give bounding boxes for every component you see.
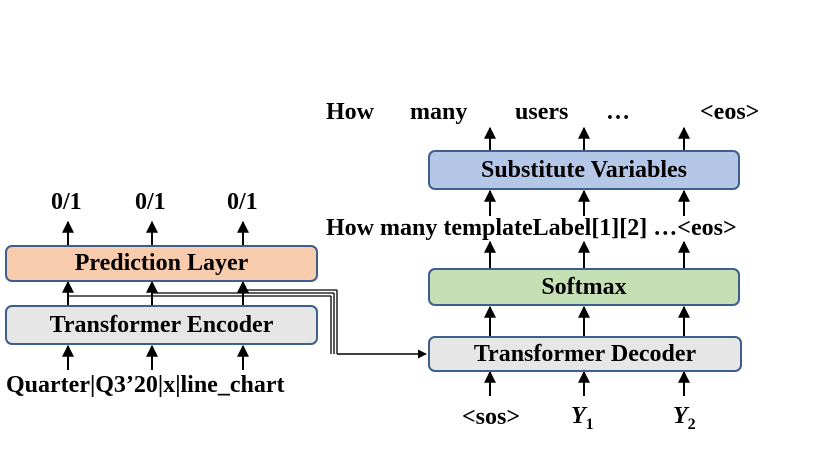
final-token-eos: <eos> [700,99,760,125]
y1-base: Y [571,403,586,429]
decoder-input-sos: <sos> [462,404,521,430]
substitute-variables-box: Substitute Variables [428,150,740,190]
final-token-many: many [410,99,468,125]
prediction-layer-box: Prediction Layer [5,245,318,282]
template-output-text: How many templateLabel[1][2] …<eos> [326,215,737,241]
transformer-decoder-box: Transformer Decoder [428,336,742,372]
y1-subscript: 1 [585,416,594,433]
transformer-encoder-box: Transformer Encoder [5,305,318,345]
encoder-to-decoder-connector [67,287,338,354]
encoder-output-1: 0/1 [51,189,82,215]
final-token-ellipsis: … [606,99,630,125]
y2-subscript: 2 [687,416,696,433]
decoder-input-y1: Y1 [571,403,594,433]
final-token-how: How [326,99,374,125]
y2-base: Y [673,403,688,429]
softmax-box: Softmax [428,268,740,306]
decoder-input-y2: Y2 [673,403,696,433]
encoder-output-2: 0/1 [135,189,166,215]
encoder-output-3: 0/1 [227,189,258,215]
final-token-users: users [515,99,569,125]
encoder-input-text: Quarter|Q3’20|x|line_chart [6,372,285,398]
